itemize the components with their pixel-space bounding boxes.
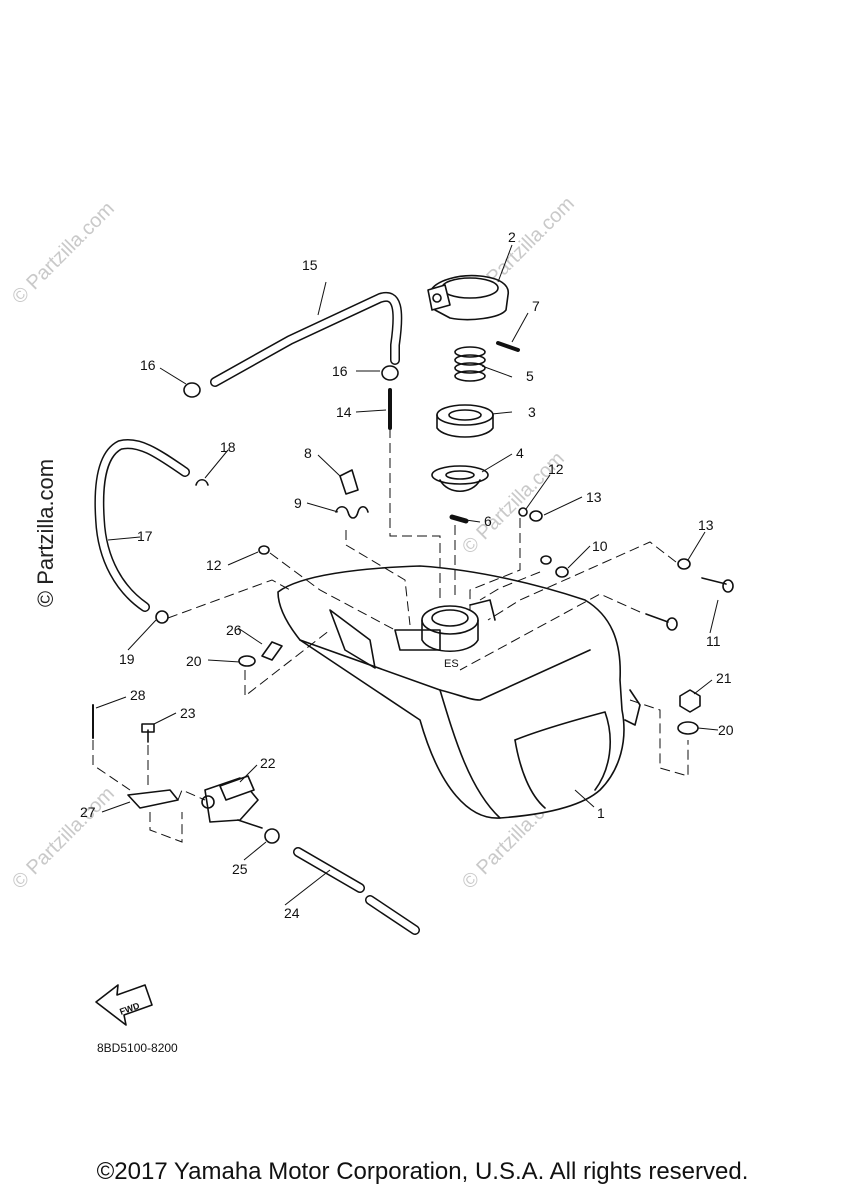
bolt[interactable]: [701, 577, 734, 593]
fwd-arrow-icon: FWD: [95, 984, 153, 1026]
leader-lines: [95, 244, 719, 906]
callout-label: 13: [586, 489, 602, 505]
callout-label: 23: [180, 705, 196, 721]
drain-hose[interactable]: [94, 439, 190, 612]
callout-label: 4: [516, 445, 524, 461]
callout-label: 12: [548, 461, 564, 477]
callout-label: 10: [592, 538, 608, 554]
hose-clip[interactable]: [264, 828, 280, 844]
callout-label: 19: [119, 651, 135, 667]
callout-label: 20: [718, 722, 734, 738]
callout-label: 13: [698, 517, 714, 533]
watermark-text: © Partzilla.com: [8, 198, 119, 309]
bolt[interactable]: [141, 723, 155, 743]
callout-label: 2: [508, 229, 516, 245]
callout-label: 18: [220, 439, 236, 455]
fuel-cap[interactable]: [427, 274, 509, 321]
callout-label: 1: [597, 805, 605, 821]
callout-label: 12: [206, 557, 222, 573]
flange-bolt[interactable]: [261, 641, 283, 661]
callout-label: 24: [284, 905, 300, 921]
nut[interactable]: [679, 689, 701, 713]
callout-label: 22: [260, 755, 276, 771]
callout-label: 5: [526, 368, 534, 384]
callout-label: 16: [332, 363, 348, 379]
bracket[interactable]: [127, 789, 179, 809]
fuel-cock[interactable]: [201, 775, 263, 829]
callout-label: 6: [484, 513, 492, 529]
assembly-lines: [92, 428, 689, 843]
hose-clamp[interactable]: [155, 610, 169, 624]
callout-label: 9: [294, 495, 302, 511]
callout-label: 26: [226, 622, 242, 638]
hose-clip[interactable]: [183, 382, 201, 398]
callout-label: 8: [304, 445, 312, 461]
callout-label: 14: [336, 404, 352, 420]
spring-clip[interactable]: [335, 505, 369, 519]
damper-washer[interactable]: [238, 655, 256, 667]
side-watermark: © Partzilla.com: [33, 458, 59, 608]
callout-label: 16: [140, 357, 156, 373]
hose-clip[interactable]: [381, 365, 399, 381]
fuel-tank[interactable]: ES: [277, 565, 641, 819]
bolt[interactable]: [645, 613, 678, 631]
watermark-text: © Partzilla.com: [8, 783, 119, 894]
washer[interactable]: [258, 545, 270, 555]
washer[interactable]: [677, 558, 691, 570]
callout-label: 3: [528, 404, 536, 420]
damper-washer[interactable]: [677, 721, 699, 735]
callout-label: 28: [130, 687, 146, 703]
diagram-code: 8BD5100-8200: [97, 1041, 178, 1055]
callout-label: 15: [302, 257, 318, 273]
grommet[interactable]: [540, 555, 569, 578]
fuel-strainer[interactable]: [431, 465, 489, 493]
cap-spring[interactable]: [454, 346, 486, 382]
callout-label: 27: [80, 804, 96, 820]
washer[interactable]: [529, 510, 543, 522]
hose-clamp[interactable]: [195, 478, 209, 486]
collar[interactable]: [449, 514, 469, 524]
cap-gasket[interactable]: [436, 404, 494, 438]
callout-label: 7: [532, 298, 540, 314]
callout-label: 21: [716, 670, 732, 686]
copyright-footer: ©2017 Yamaha Motor Corporation, U.S.A. A…: [96, 1158, 749, 1185]
damper[interactable]: [339, 469, 359, 495]
cap-pin[interactable]: [496, 341, 520, 352]
tank-mark-text: ES: [444, 658, 459, 670]
washer[interactable]: [518, 507, 528, 517]
callout-label: 25: [232, 861, 248, 877]
callout-labels: 1 2 3 4 5 6 7 8 9 10 11 12 12 13 13 14 1…: [80, 229, 734, 921]
callout-label: 17: [137, 528, 153, 544]
callout-label: 20: [186, 653, 202, 669]
callout-label: 11: [706, 633, 721, 649]
